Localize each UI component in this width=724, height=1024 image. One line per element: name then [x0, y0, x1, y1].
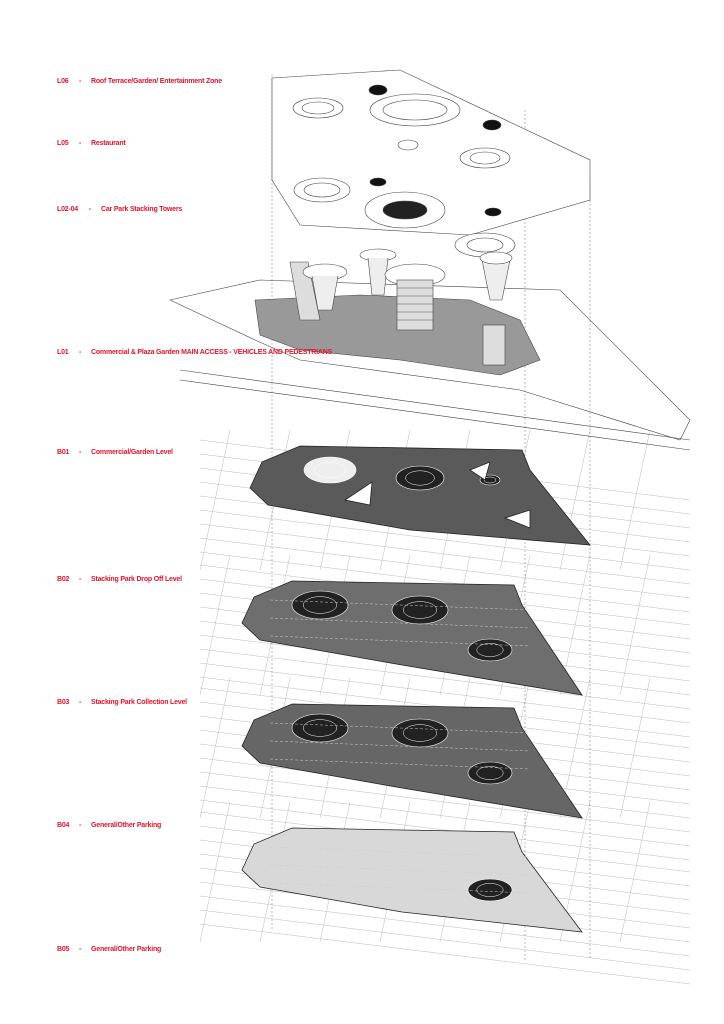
level-name: Commercial/Garden Level	[91, 449, 173, 456]
slab-level-b04	[241, 827, 583, 933]
dash: -	[79, 946, 82, 953]
level-name: Car Park Stacking Towers	[101, 206, 183, 213]
slab-level-b03	[241, 703, 583, 819]
level-label-b04: B04 - General/Other Parking	[57, 822, 161, 829]
level-code: B01	[57, 449, 70, 456]
level-code: B04	[57, 822, 70, 829]
dash: -	[89, 206, 92, 213]
main-access-note: MAIN ACCESS - VEHICLES AND PEDESTRIANS	[181, 349, 333, 356]
level-name: General/Other Parking	[91, 822, 162, 829]
level-label-l01: L01 - Commercial & Plaza Garden MAIN ACCES…	[57, 349, 332, 356]
level-label-b05: B05 - General/Other Parking	[57, 946, 161, 953]
level-name: Roof Terrace/Garden/ Entertainment Zone	[91, 78, 222, 85]
dash: -	[79, 449, 82, 456]
level-l02-04-towers	[293, 177, 516, 258]
level-label-l05: L05 - Restaurant	[57, 140, 126, 147]
slab-level-b02	[241, 580, 583, 696]
slab-level-b01	[249, 445, 591, 546]
dash: -	[79, 78, 82, 85]
level-name: Restaurant	[91, 140, 126, 147]
level-code: L02-04	[57, 206, 78, 213]
dash: -	[79, 822, 82, 829]
level-label-b02: B02 - Stacking Park Drop Off Level	[57, 576, 182, 583]
level-code: B02	[57, 576, 70, 583]
level-code: L05	[57, 140, 69, 147]
level-l06-roof	[271, 69, 591, 236]
dash: -	[79, 140, 82, 147]
level-label-b03: B03 - Stacking Park Collection Level	[57, 699, 187, 706]
level-code: B03	[57, 699, 70, 706]
level-code: L01	[57, 349, 69, 356]
level-name: Commercial & Plaza Garden	[91, 349, 180, 356]
level-label-l06: L06 - Roof Terrace/Garden/ Entertainment Z…	[57, 78, 222, 85]
dash: -	[79, 699, 82, 706]
level-l01-plaza	[169, 248, 691, 451]
level-label-l02-04: L02-04 - Car Park Stacking Towers	[57, 206, 182, 213]
level-label-b01: B01 - Commercial/Garden Level	[57, 449, 173, 456]
dash: -	[79, 349, 82, 356]
level-name: Stacking Park Collection Level	[91, 699, 187, 706]
level-name: General/Other Parking	[91, 946, 162, 953]
level-name: Stacking Park Drop Off Level	[91, 576, 182, 583]
dash: -	[79, 576, 82, 583]
level-code: B05	[57, 946, 70, 953]
level-code: L06	[57, 78, 69, 85]
